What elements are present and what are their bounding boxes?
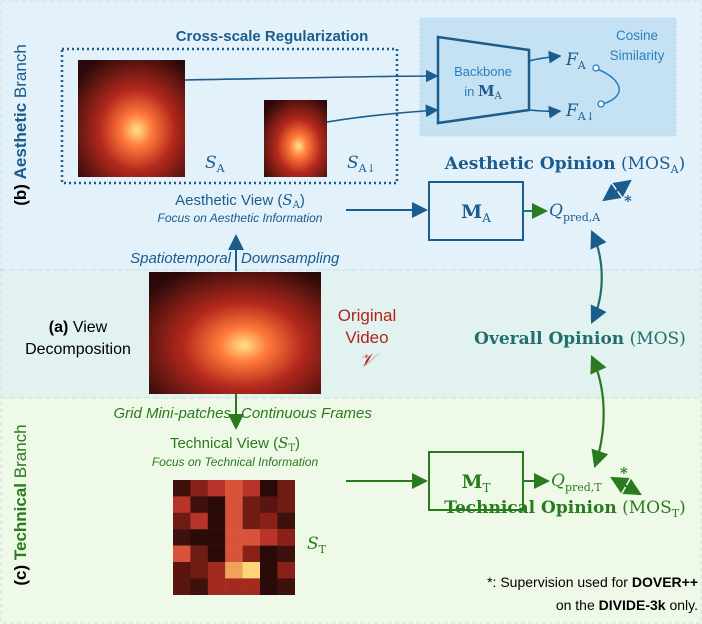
aesthetic-opinion-label: Aesthetic Opinion (MOSA) [444,154,685,176]
patch [190,578,208,595]
patch [190,512,208,530]
patch [242,496,261,513]
footnote-line-2: on the DIVIDE-3k only. [556,597,698,613]
patch [173,512,191,530]
original-video-label-1: Original [338,306,397,325]
technical-view-focus: Focus on Technical Information [152,455,319,469]
patch [225,529,243,546]
patch [207,512,226,530]
patch [207,529,226,546]
patch [277,545,295,563]
s-t-label: ST [307,534,327,556]
overall-opinion-label: Overall Opinion (MOS) [474,329,686,349]
patch [173,529,191,546]
technical-view-patches [173,480,295,595]
patch [173,578,191,595]
f-a-label: FA [565,50,587,72]
patch [242,578,261,595]
aesthetic-view-image [78,60,185,177]
cosine-label-1: Cosine [616,28,658,43]
q-pred-t: Qpred,T [551,471,602,494]
patch [277,578,295,595]
original-video-image [149,272,321,394]
patch [242,545,261,563]
cosine-label-2: Similarity [610,48,665,63]
original-video-label-2: Video [345,328,388,347]
technical-branch-label: (c) Technical Branch [11,424,30,585]
view-decomposition-label-2: Decomposition [25,341,131,358]
view-decomposition-label: (a) View [49,319,108,336]
q-pred-a: Qpred,A [549,201,601,224]
aesthetic-view-title: Aesthetic View (SA) [175,191,305,211]
technical-model-label: MT [461,471,490,495]
patch [277,512,295,530]
aesthetic-view-focus: Focus on Aesthetic Information [158,211,323,225]
patch [260,480,278,497]
patch [173,545,191,563]
aesthetic-branch-label: (b) Aesthetic Branch [11,44,30,206]
aesthetic-star: * [624,192,632,210]
technical-opinion-label: Technical Opinion (MOST) [444,498,685,520]
patch [173,562,191,579]
patch [207,496,226,513]
view-band [0,270,702,398]
patch [242,512,261,530]
downsampled-view-image [264,100,327,177]
cosine-similarity-connector [596,68,620,105]
footnote-line-1: *: Supervision used for DOVER++ [487,574,698,590]
patch [277,562,295,579]
backbone-trapezoid [436,35,531,125]
patch [190,496,208,513]
patch [225,545,243,563]
sampling-right: Continuous Frames [241,405,372,422]
patch [260,529,278,546]
patch [207,545,226,563]
patch [190,529,208,546]
patch [260,578,278,595]
technical-band [0,398,702,624]
patch [277,496,295,513]
cross-scale-title: Cross-scale Regularization [176,28,369,45]
patch [260,512,278,530]
patch [260,496,278,513]
patch [173,480,191,497]
cross-scale-box [60,47,399,185]
sampling-left: Grid Mini-patches [113,405,231,422]
technical-view-title: Technical View (ST) [170,434,300,454]
aesthetic-model-label: MA [461,201,491,225]
technical-star: * [620,464,628,482]
patch [207,578,226,595]
patch [277,480,295,497]
patch [242,562,261,579]
patch [190,545,208,563]
patch [173,496,191,513]
patch [225,480,243,497]
backbone-label: Backbone [454,64,512,79]
patch [242,480,261,497]
patch [242,529,261,546]
patch [190,562,208,579]
patch [225,578,243,595]
s-a-label: SA [205,153,226,175]
backbone-model-label: in MA [464,82,502,102]
patch [260,545,278,563]
patch [225,562,243,579]
f-a-down-label: FA↓ [565,101,595,123]
patch [225,512,243,530]
downsampling-right: Downsampling [241,250,340,267]
patch [207,480,226,497]
patch [260,562,278,579]
patch [225,496,243,513]
patch [207,562,226,579]
patch [277,529,295,546]
s-a-down-label: SA↓ [347,153,376,175]
downsampling-left: Spatiotemporal [130,250,232,267]
patch [190,480,208,497]
